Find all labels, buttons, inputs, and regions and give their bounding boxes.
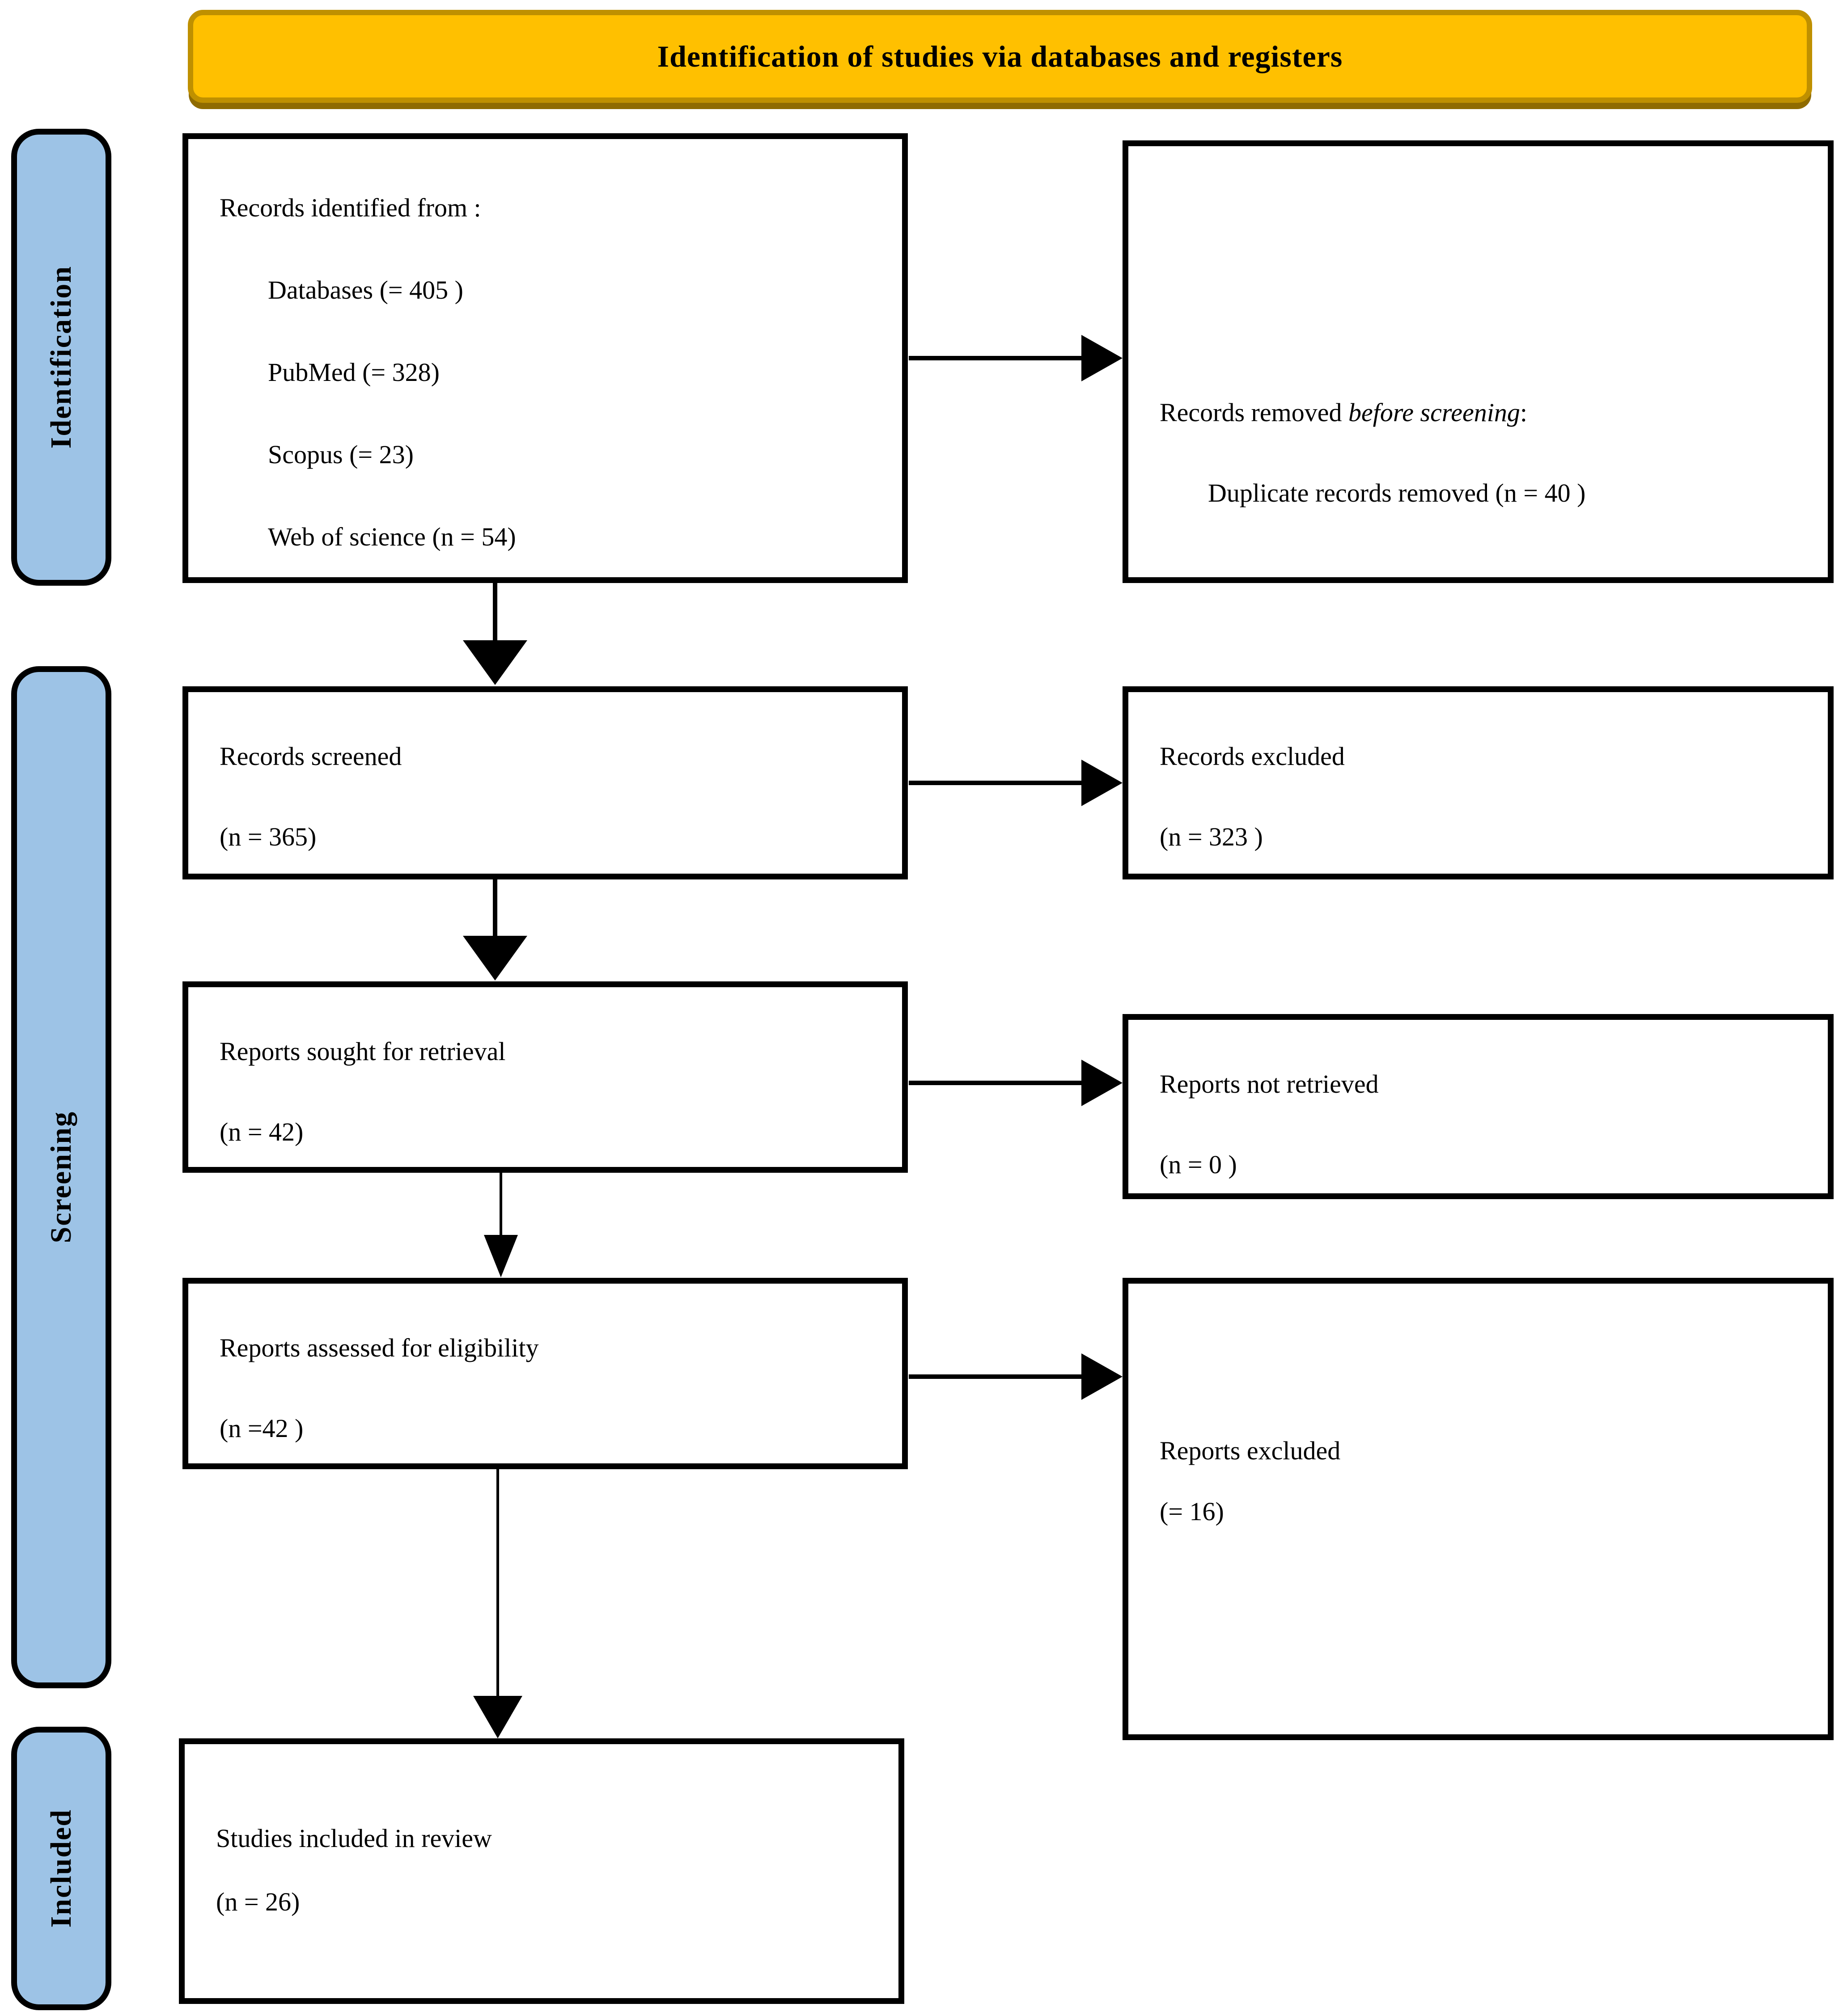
records-identified-item-pubmed: PubMed (= 328) [268, 358, 440, 387]
box-records-identified: Records identified from : Databases (= 4… [182, 133, 908, 583]
reports-not-retrieved-line1: Reports not retrieved [1160, 1069, 1379, 1099]
reports-assessed-line1: Reports assessed for eligibility [220, 1333, 539, 1362]
reports-excluded-count: (= 16) [1160, 1497, 1224, 1526]
box-studies-included: Studies included in review (n = 26) [179, 1738, 904, 2004]
stage-tab-identification: Identification [11, 129, 111, 586]
records-removed-heading: Records removed before screening: [1160, 398, 1527, 427]
stage-tab-screening: Screening [11, 666, 111, 1688]
box-reports-sought: Reports sought for retrieval (n = 42) [182, 981, 908, 1173]
box-records-screened: Records screened (n = 365) [182, 686, 908, 879]
reports-assessed-count: (n =42 ) [220, 1414, 304, 1443]
reports-sought-line1: Reports sought for retrieval [220, 1037, 506, 1066]
box-reports-not-retrieved: Reports not retrieved (n = 0 ) [1123, 1014, 1834, 1199]
records-identified-item-wos: Web of science (n = 54) [268, 522, 516, 551]
records-screened-line1: Records screened [220, 742, 402, 771]
diagram-title: Identification of studies via databases … [657, 39, 1343, 73]
studies-included-line1: Studies included in review [216, 1824, 492, 1853]
records-identified-item-databases: Databases (= 405 ) [268, 275, 463, 304]
reports-not-retrieved-count: (n = 0 ) [1160, 1150, 1237, 1179]
studies-included-count: (n = 26) [216, 1887, 300, 1916]
box-reports-assessed: Reports assessed for eligibility (n =42 … [182, 1278, 908, 1469]
reports-excluded-line1: Reports excluded [1160, 1436, 1341, 1465]
header-banner: Identification of studies via databases … [188, 10, 1812, 103]
records-removed-item-duplicates: Duplicate records removed (n = 40 ) [1208, 478, 1586, 507]
records-removed-italic: before screening [1348, 398, 1520, 427]
stage-label-screening: Screening [45, 1111, 77, 1243]
records-excluded-count: (n = 323 ) [1160, 822, 1263, 851]
reports-sought-count: (n = 42) [220, 1117, 304, 1146]
box-reports-excluded: Reports excluded (= 16) [1123, 1278, 1834, 1740]
records-identified-heading: Records identified from : [220, 193, 481, 222]
records-excluded-line1: Records excluded [1160, 742, 1345, 771]
box-records-excluded: Records excluded (n = 323 ) [1123, 686, 1834, 879]
stage-tab-included: Included [11, 1727, 111, 2010]
stage-label-identification: Identification [45, 266, 77, 449]
stage-label-included: Included [45, 1809, 77, 1928]
records-identified-item-scopus: Scopus (= 23) [268, 440, 414, 469]
box-records-removed: Records removed before screening: Duplic… [1123, 140, 1834, 583]
records-screened-count: (n = 365) [220, 822, 317, 851]
